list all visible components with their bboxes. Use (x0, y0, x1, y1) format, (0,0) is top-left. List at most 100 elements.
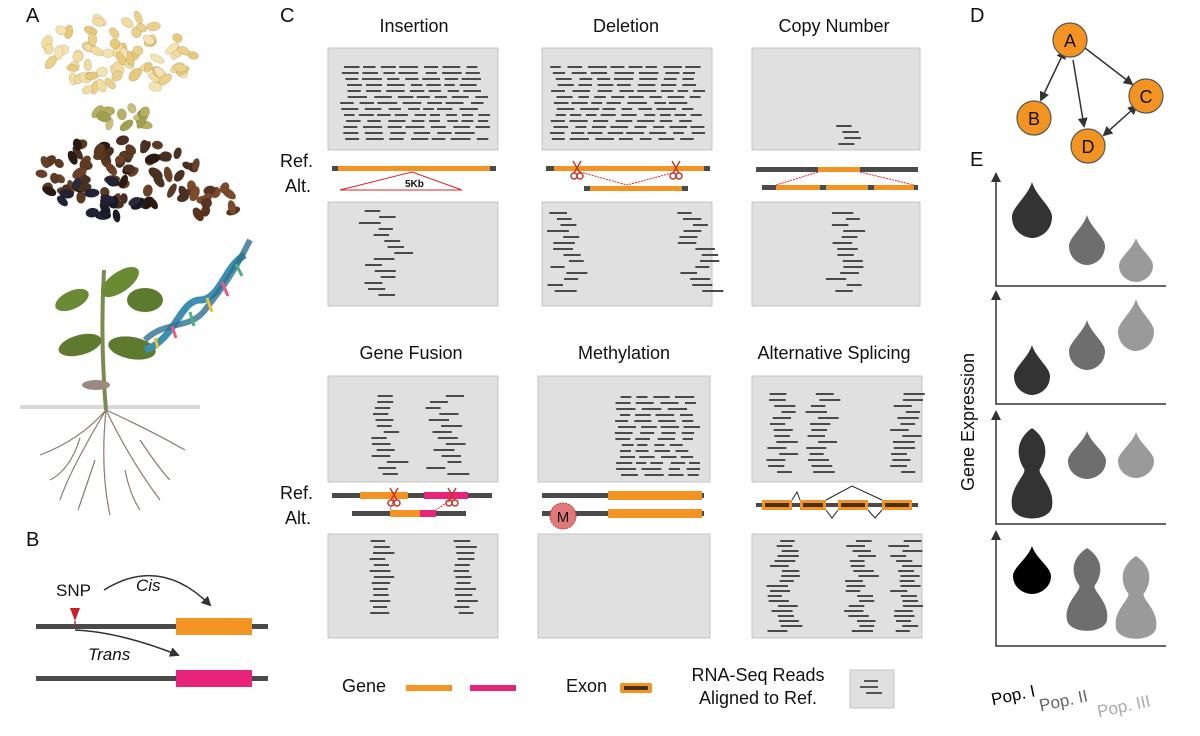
read (551, 90, 565, 92)
seed (144, 153, 161, 164)
methyl-mark: M (557, 509, 570, 526)
read (597, 90, 613, 92)
read (843, 266, 864, 268)
read (669, 126, 688, 128)
reads-box-methylation-alt (537, 533, 711, 639)
read (858, 555, 876, 557)
legend-reads-line2: Aligned to Ref. (699, 688, 817, 708)
read (563, 236, 580, 238)
read (377, 401, 394, 403)
read (445, 102, 464, 104)
seed (189, 186, 200, 202)
seed (56, 195, 69, 207)
read (459, 108, 478, 110)
read (413, 132, 431, 134)
seed (83, 25, 98, 36)
read (343, 126, 358, 128)
seed (72, 138, 83, 151)
read (639, 78, 658, 80)
read (437, 108, 453, 110)
read (638, 108, 652, 110)
read (655, 414, 675, 416)
read (637, 444, 648, 446)
read (591, 126, 607, 128)
insertion-size-label: 5Kb (405, 179, 424, 190)
read (390, 132, 406, 134)
seed (128, 67, 142, 82)
seed (119, 119, 134, 132)
read (422, 78, 440, 80)
node-c-label: C (1140, 87, 1153, 107)
read (358, 114, 374, 116)
read (408, 108, 420, 110)
read (855, 540, 872, 542)
read (447, 120, 459, 122)
read (682, 420, 694, 422)
read (552, 72, 566, 74)
read (345, 78, 359, 80)
read (597, 84, 614, 86)
seed (105, 162, 118, 176)
pop-3-label: Pop. III (1095, 692, 1152, 722)
violin (1068, 431, 1106, 479)
read (888, 545, 910, 547)
read (373, 413, 389, 415)
read (857, 595, 873, 597)
violin (1014, 345, 1050, 395)
read (654, 450, 670, 452)
read (432, 431, 452, 433)
seed (104, 176, 121, 187)
read (842, 260, 863, 262)
seed (133, 10, 143, 25)
seed (160, 151, 173, 160)
read (365, 264, 382, 266)
read (770, 565, 789, 567)
read (893, 615, 915, 617)
read (444, 84, 455, 86)
read (637, 120, 655, 122)
read (681, 432, 695, 434)
violin (1013, 546, 1051, 594)
violin-axes (991, 530, 1166, 647)
read (776, 441, 798, 443)
violin (1066, 548, 1108, 631)
read (445, 443, 466, 445)
read (680, 456, 694, 458)
read (689, 462, 700, 464)
read (620, 414, 631, 416)
read (553, 248, 573, 250)
legend-gene-label: Gene (342, 676, 386, 696)
read (427, 102, 442, 104)
read (770, 590, 790, 592)
read (845, 590, 861, 592)
read (378, 294, 395, 296)
read (641, 426, 657, 428)
read (780, 540, 795, 542)
read (430, 401, 448, 403)
seed (122, 164, 136, 174)
read (560, 224, 577, 226)
read (838, 143, 855, 145)
seed (227, 200, 237, 215)
chromosome-line-bottom (36, 676, 268, 681)
read (781, 550, 799, 552)
dna-helix-illustration (142, 238, 253, 354)
seed (100, 204, 111, 218)
panel-label-d: D (970, 5, 984, 27)
violin-plots (991, 172, 1166, 647)
read (774, 435, 790, 437)
read (564, 278, 579, 280)
seed (182, 161, 193, 170)
node-d (1070, 128, 1106, 164)
edge-a-b (1039, 48, 1066, 102)
read (645, 66, 657, 68)
seed (40, 155, 50, 169)
read (383, 72, 396, 74)
read (898, 570, 914, 572)
read (781, 570, 800, 572)
legend: Gene Exon RNA-Seq Reads Aligned to Ref. (342, 665, 895, 709)
scissors-icon (445, 487, 459, 507)
title-copy-number: Copy Number (778, 16, 889, 36)
seed (165, 42, 179, 55)
read (851, 630, 873, 632)
